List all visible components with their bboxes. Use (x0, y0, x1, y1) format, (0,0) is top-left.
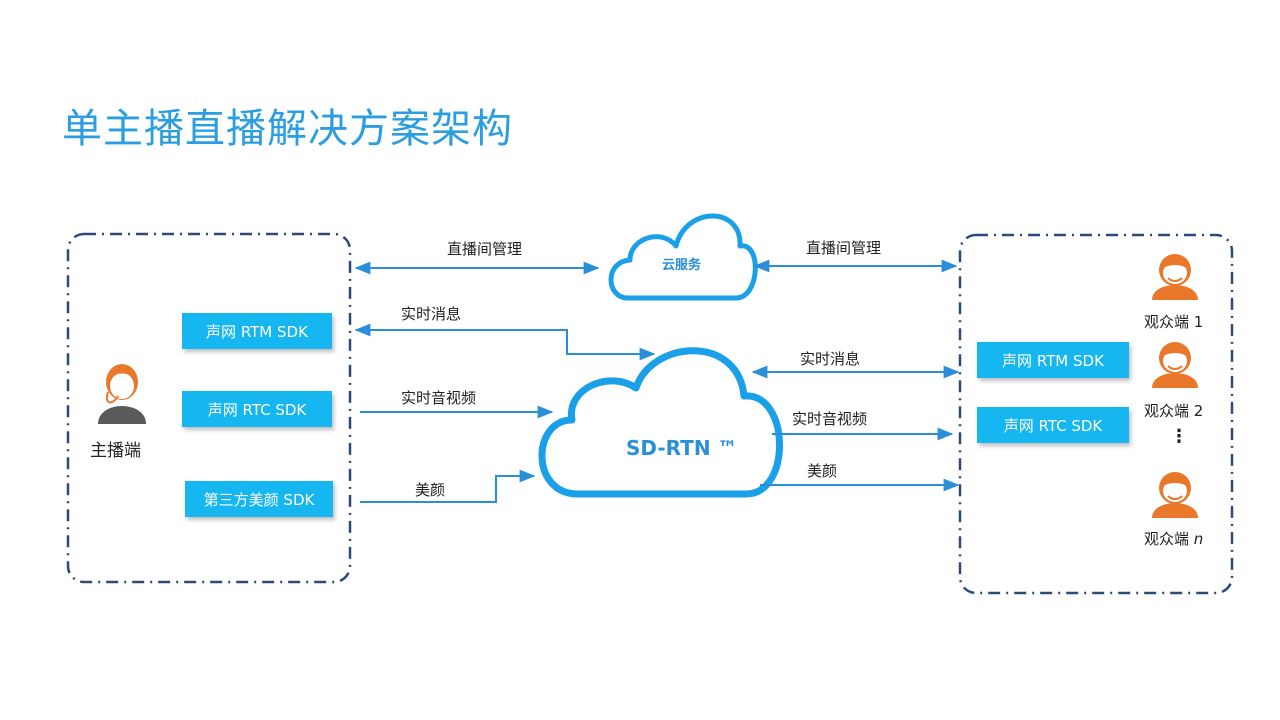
sdrtn-label: SD-RTN ™ (626, 436, 738, 460)
host-person-icon (98, 364, 146, 424)
viewer-label-2: 观众端 2 (1144, 402, 1204, 420)
right-beauty-label: 美颜 (807, 462, 838, 480)
host-beauty-sdk: 第三方美颜 SDK (185, 481, 333, 517)
viewer-icon-n (1152, 472, 1198, 518)
host-label: 主播端 (90, 441, 141, 461)
left-room-mgmt-label: 直播间管理 (447, 240, 523, 258)
right-av-label: 实时音视频 (792, 410, 868, 428)
viewer-ellipsis: ⋮ (1170, 426, 1188, 447)
right-room-mgmt-label: 直播间管理 (806, 239, 882, 257)
right-msg-label: 实时消息 (800, 350, 861, 368)
viewer-label-1: 观众端 1 (1144, 313, 1204, 331)
left-av-label: 实时音视频 (401, 389, 477, 407)
left-msg-arrow (354, 323, 656, 361)
host-rtm-sdk: 声网 RTM SDK (182, 313, 332, 349)
viewer-icon-2 (1152, 342, 1198, 388)
host-rtc-sdk: 声网 RTC SDK (182, 391, 332, 427)
page-title: 单主播直播解决方案架构 (62, 106, 513, 152)
left-beauty-arrow (360, 469, 536, 503)
audience-rtc-sdk: 声网 RTC SDK (977, 407, 1129, 443)
viewer-icon-1 (1152, 254, 1198, 300)
audience-rtm-sdk: 声网 RTM SDK (977, 342, 1129, 378)
cloud-service-label: 云服务 (662, 258, 702, 273)
sdrtn-cloud-shape (538, 347, 783, 498)
left-msg-label: 实时消息 (401, 305, 462, 323)
viewer-label-n: 观众端 n (1144, 530, 1204, 548)
left-beauty-label: 美颜 (415, 481, 446, 499)
host-frame (66, 232, 352, 584)
audience-frame (958, 233, 1234, 595)
